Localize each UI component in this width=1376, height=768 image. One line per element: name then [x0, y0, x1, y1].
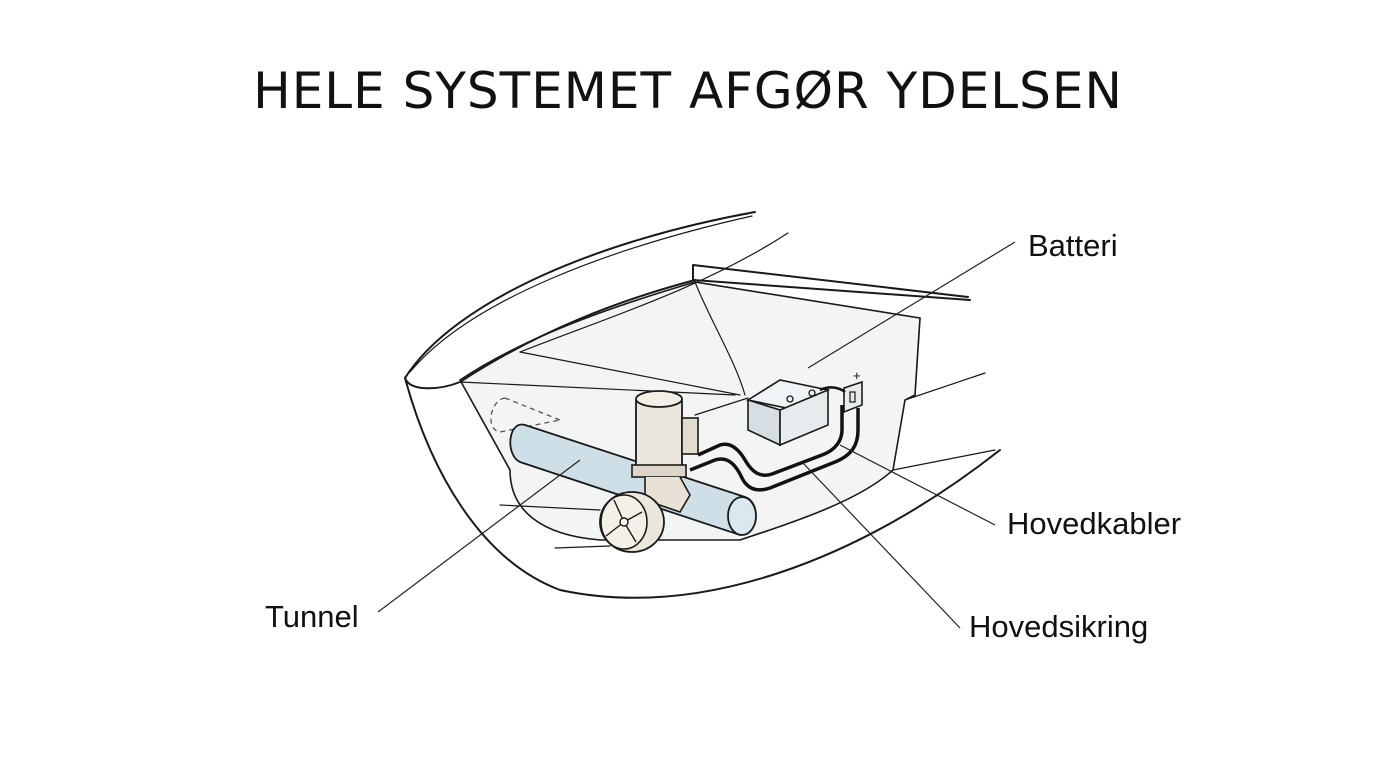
propeller-icon: [599, 491, 665, 553]
transom: [892, 317, 996, 471]
main-cable-negative: [689, 408, 860, 492]
motor-link-line: [694, 397, 749, 416]
label-battery: Batteri: [1028, 228, 1118, 263]
inner-wall: [694, 281, 746, 396]
label-main-cables: Hovedkabler: [1007, 506, 1181, 541]
battery-to-fuse-cable: [819, 386, 846, 394]
main-cable-positive: [697, 405, 844, 477]
bulkhead-line: [459, 351, 741, 396]
fuse-plus-sign: +: [853, 368, 861, 383]
main-fuse-leader: [801, 461, 961, 629]
thruster-motor: [631, 390, 699, 513]
page-title: HELE SYSTEMET AFGØR YDELSEN: [253, 62, 1123, 120]
tunnel-dashed-end: [490, 397, 561, 433]
battery-leader: [807, 241, 1016, 369]
label-tunnel: Tunnel: [265, 599, 359, 634]
gunwale-line: [409, 215, 753, 373]
main-cables-leader: [839, 444, 996, 526]
tunnel-opening: [727, 496, 757, 536]
keel-line: [499, 504, 611, 549]
deck-back: [519, 232, 789, 353]
main-fuse-icon: +: [843, 368, 863, 414]
deck-top: [692, 264, 971, 301]
label-main-fuse: Hovedsikring: [969, 609, 1148, 644]
tunnel-leader: [377, 459, 581, 613]
hull-body: [404, 211, 1001, 599]
battery-icon: [745, 379, 831, 447]
deck-rim: [404, 279, 696, 390]
